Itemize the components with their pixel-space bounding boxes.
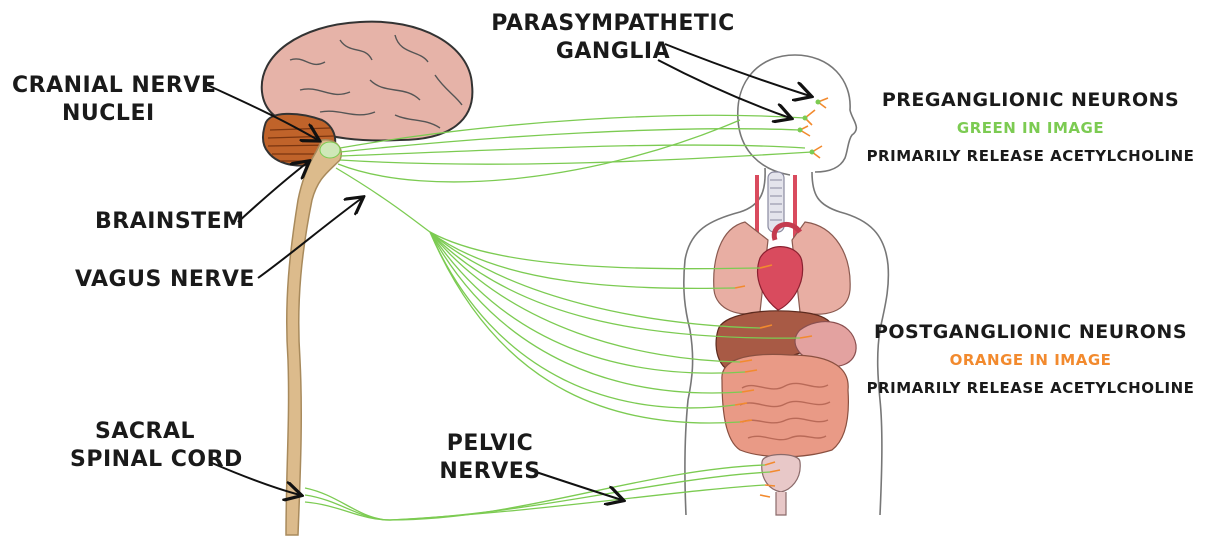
label-ganglia-line-1: PARASYMPATHETIC bbox=[488, 10, 738, 38]
label-pelvic-line-2: NERVES bbox=[425, 458, 555, 486]
label-brainstem: BRAINSTEM bbox=[95, 208, 245, 236]
label-pelvic-line-1: PELVIC bbox=[425, 430, 555, 458]
label-sacral-line-2: SPINAL CORD bbox=[70, 446, 220, 474]
legend-pre-color-note: GREEN IN IMAGE bbox=[858, 118, 1203, 138]
label-cranial-line-2: NUCLEI bbox=[12, 100, 216, 128]
legend-preganglionic: PREGANGLIONIC NEURONS GREEN IN IMAGE PRI… bbox=[858, 86, 1203, 166]
ganglion-dots bbox=[798, 100, 821, 155]
label-ganglia-line-2: GANGLIA bbox=[488, 38, 738, 66]
label-sacral-spinal-cord: SACRAL SPINAL CORD bbox=[70, 418, 220, 474]
label-vagus-nerve: VAGUS NERVE bbox=[75, 266, 255, 294]
legend-pre-title: PREGANGLIONIC NEURONS bbox=[858, 86, 1203, 114]
label-sacral-line-1: SACRAL bbox=[70, 418, 220, 446]
legend-post-color-note: ORANGE IN IMAGE bbox=[858, 350, 1203, 370]
intestines bbox=[722, 354, 849, 456]
legend-post-release: PRIMARILY RELEASE ACETYLCHOLINE bbox=[858, 378, 1203, 398]
legend-postganglionic: POSTGANGLIONIC NEURONS ORANGE IN IMAGE P… bbox=[858, 318, 1203, 398]
label-parasympathetic-ganglia: PARASYMPATHETIC GANGLIA bbox=[488, 10, 738, 66]
spinal-cord bbox=[286, 140, 341, 535]
label-cranial-line-1: CRANIAL NERVE bbox=[12, 72, 216, 100]
legend-pre-release: PRIMARILY RELEASE ACETYLCHOLINE bbox=[858, 146, 1203, 166]
label-cranial-nerve-nuclei: CRANIAL NERVE NUCLEI bbox=[12, 72, 216, 128]
label-pelvic-nerves: PELVIC NERVES bbox=[425, 430, 555, 486]
legend-post-title: POSTGANGLIONIC NEURONS bbox=[858, 318, 1203, 346]
